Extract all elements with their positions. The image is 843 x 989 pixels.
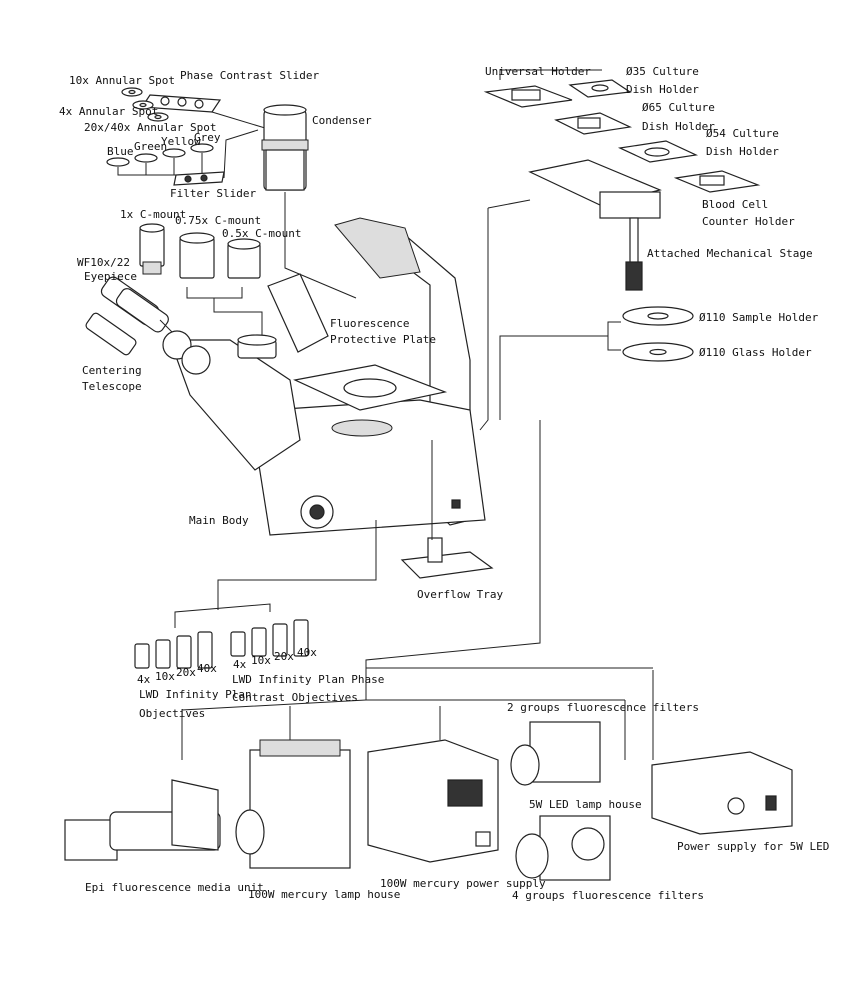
overflow-tray xyxy=(400,537,494,579)
label-filters-2-groups: 2 groups fluorescence filters xyxy=(507,701,699,714)
filter-green xyxy=(134,153,158,163)
label-mercury-power-supply: 100W mercury power supply xyxy=(380,877,546,890)
glass-holder-110 xyxy=(622,342,694,362)
epi-fluorescence-unit xyxy=(64,779,221,861)
label-objective-20x: 20x xyxy=(176,666,196,679)
label-centering-2: Telescope xyxy=(82,380,142,393)
label-blood-cell-2: Counter Holder xyxy=(702,215,795,228)
label-objective-4x: 4x xyxy=(137,673,151,686)
label-sample-holder: Ø110 Sample Holder xyxy=(699,311,819,324)
label-main-body: Main Body xyxy=(189,514,249,527)
filter-blue xyxy=(106,157,130,167)
label-phase-objective-20x: 20x xyxy=(274,650,294,663)
annular-spot-4x xyxy=(132,100,154,110)
eyepiece-pair xyxy=(100,276,169,333)
label-objective-10x: 10x xyxy=(155,670,175,683)
label-filter-slider: Filter Slider xyxy=(170,187,256,200)
label-mechanical-stage: Attached Mechanical Stage xyxy=(647,247,813,260)
label-dish35-1: Ø35 Culture xyxy=(626,65,699,78)
led-lamp-house-4-groups xyxy=(515,815,611,881)
dish-65-holder xyxy=(554,112,633,135)
dish-35-holder xyxy=(568,79,632,98)
label-c-mount-1x: 1x C-mount xyxy=(120,208,186,221)
blood-cell-counter-holder xyxy=(673,170,761,193)
label-eyepiece-1: WF10x/22 xyxy=(77,256,130,269)
annular-spot-10x xyxy=(121,87,143,97)
mercury-power-supply xyxy=(367,739,499,863)
filter-slider xyxy=(173,171,225,186)
label-led-power-supply: Power supply for 5W LED xyxy=(677,840,829,853)
label-lwd-phase-1: LWD Infinity Plan Phase xyxy=(232,673,384,686)
label-eyepiece-2: Eyepiece xyxy=(84,270,137,283)
label-dish65-1: Ø65 Culture xyxy=(642,101,715,114)
centering-telescope xyxy=(85,312,137,356)
label-condenser: Condenser xyxy=(312,114,372,127)
label-lwd-plan-1: LWD Infinity Plan xyxy=(139,688,252,701)
label-annular-20-40x: 20x/40x Annular Spot xyxy=(84,121,216,134)
universal-holder xyxy=(483,85,573,108)
label-grey: Grey xyxy=(194,131,221,144)
label-glass-holder: Ø110 Glass Holder xyxy=(699,346,812,359)
label-fluorescence-plate-2: Protective Plate xyxy=(330,333,436,346)
label-objective-40x: 40x xyxy=(197,662,217,675)
dish-54-holder xyxy=(617,140,699,163)
label-dish35-2: Dish Holder xyxy=(626,83,699,96)
label-universal-holder: Universal Holder xyxy=(485,65,591,78)
label-blue: Blue xyxy=(107,145,134,158)
label-filters-4-groups: 4 groups fluorescence filters xyxy=(512,889,704,902)
label-phase-objective-10x: 10x xyxy=(251,654,271,667)
label-phase-slider: Phase Contrast Slider xyxy=(180,69,319,82)
label-led-lamp-house: 5W LED lamp house xyxy=(529,798,642,811)
c-mount-1x xyxy=(139,223,165,275)
label-blood-cell-1: Blood Cell xyxy=(702,198,768,211)
lwd-plan-objectives xyxy=(134,631,213,669)
led-power-supply xyxy=(651,751,793,835)
filter-yellow xyxy=(162,148,186,158)
c-mount-0-75x xyxy=(179,232,215,279)
label-lwd-phase-2: Contrast Objectives xyxy=(232,691,358,704)
sample-holder-110 xyxy=(622,306,694,326)
label-mercury-lamp-house: 100W mercury lamp house xyxy=(248,888,400,901)
label-centering-1: Centering xyxy=(82,364,142,377)
label-c-mount-0-5x: 0.5x C-mount xyxy=(222,227,301,240)
condenser xyxy=(261,104,309,191)
mechanical-stage xyxy=(528,159,662,291)
led-lamp-house-2-groups xyxy=(510,721,601,786)
label-dish54-2: Dish Holder xyxy=(706,145,779,158)
label-yellow: Yellow xyxy=(161,135,201,148)
label-green: Green xyxy=(134,140,167,153)
label-phase-objective-40x: 40x xyxy=(297,646,317,659)
mercury-lamp-house xyxy=(235,739,351,869)
microscope-main-body xyxy=(162,217,486,536)
label-dish54-1: Ø54 Culture xyxy=(706,127,779,140)
label-fluorescence-plate-1: Fluorescence xyxy=(330,317,409,330)
annular-spot-20-40x xyxy=(147,112,169,122)
label-c-mount-0-75x: 0.75x C-mount xyxy=(175,214,261,227)
label-annular-4x: 4x Annular Spot xyxy=(59,105,158,118)
label-dish65-2: Dish Holder xyxy=(642,120,715,133)
label-annular-10x: 10x Annular Spot xyxy=(69,74,175,87)
filter-grey xyxy=(190,143,214,153)
label-lwd-plan-2: Objectives xyxy=(139,707,205,720)
label-epi-unit: Epi fluorescence media unit xyxy=(85,881,264,894)
c-mount-0-5x xyxy=(227,238,261,279)
label-phase-objective-4x: 4x xyxy=(233,658,247,671)
lwd-phase-contrast-objectives xyxy=(230,619,309,657)
label-overflow-tray: Overflow Tray xyxy=(417,588,503,601)
